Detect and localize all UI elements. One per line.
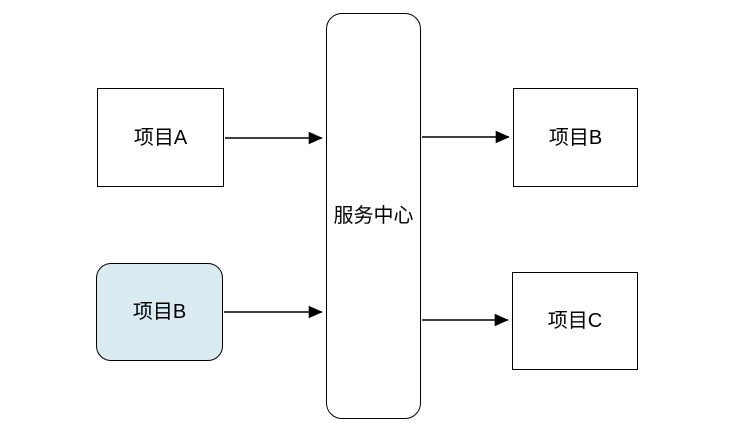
node-project-b-target-label: 项目B: [548, 126, 603, 149]
node-project-c-label: 项目C: [547, 310, 603, 332]
node-project-b-target: 项目B: [513, 88, 638, 187]
node-project-b-source: 项目B: [96, 263, 223, 361]
node-project-b-source-label: 项目B: [132, 301, 187, 323]
node-service-center: 服务中心: [326, 13, 421, 419]
node-project-c: 项目C: [512, 272, 638, 370]
node-project-a: 项目A: [97, 88, 224, 187]
node-service-center-label: 服务中心: [333, 205, 414, 227]
node-project-a-label: 项目A: [133, 126, 188, 149]
